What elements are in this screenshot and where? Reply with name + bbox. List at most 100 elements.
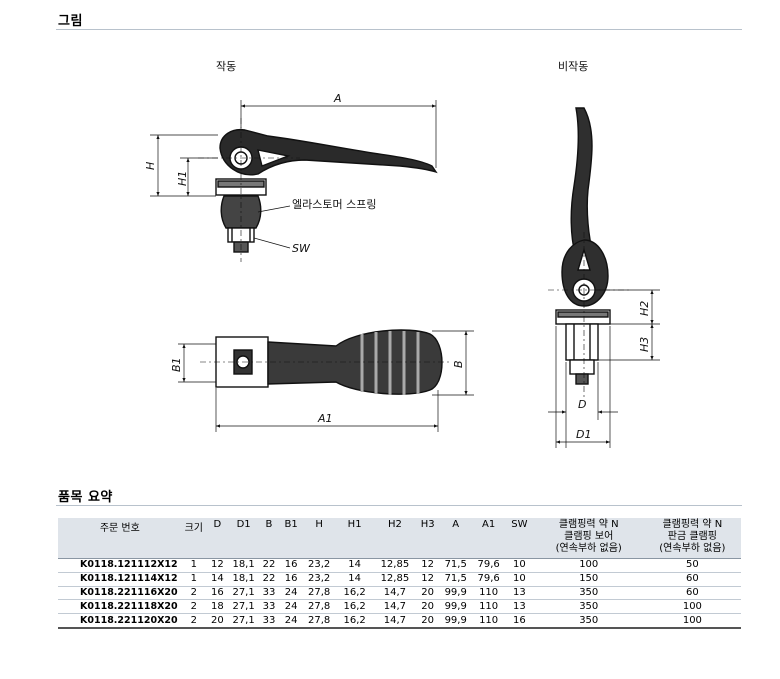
cell-b: 33 (258, 599, 280, 615)
cell-d: 12 (205, 558, 229, 573)
dim-label-a: A (333, 92, 342, 105)
cell-a: 71,5 (439, 558, 473, 573)
cell-b1: 16 (279, 558, 303, 573)
cell-order-no: K0118.221120X20 (58, 613, 182, 630)
technical-drawing: 작동 비작동 A H H1 (144, 60, 660, 448)
table-row: K0118.121114X12 1 14 18,1 22 16 23,2 14 … (58, 572, 741, 587)
cell-d1: 18,1 (228, 558, 259, 573)
cell-a1: 110 (472, 599, 506, 615)
dimension-a1 (215, 388, 439, 432)
cell-h2: 14,7 (373, 613, 417, 630)
dim-label-b1: B1 (170, 357, 183, 372)
cell-sw: 13 (505, 586, 534, 601)
col-force-bore: 클램핑력 약 N 클램핑 보어 (연속부하 없음) (533, 518, 644, 559)
cell-order-no: K0118.221118X20 (58, 599, 182, 615)
cell-d: 16 (205, 586, 229, 601)
cell-order-no: K0118.121112X12 (58, 558, 182, 573)
table-row: K0118.221120X20 2 20 27,1 33 24 27,8 16,… (58, 613, 741, 630)
lever-side-view-inactive (555, 107, 611, 385)
cell-h: 27,8 (302, 586, 336, 601)
col-force-plate-line3: (연속부하 없음) (659, 543, 726, 554)
lever-top-view (215, 329, 443, 395)
cell-h2: 12,85 (373, 572, 417, 587)
cell-force-bore: 350 (533, 586, 644, 601)
dim-label-d1: D1 (576, 428, 591, 441)
cell-h: 27,8 (302, 599, 336, 615)
cell-size: 2 (181, 613, 206, 630)
figure-section-title: 그림 (58, 14, 83, 29)
col-b1: B1 (279, 518, 303, 559)
cell-force-plate: 100 (643, 599, 741, 615)
cell-a1: 79,6 (472, 572, 506, 587)
cell-force-plate: 60 (643, 586, 741, 601)
spec-table-body: K0118.121112X12 1 12 18,1 22 16 23,2 14 … (58, 558, 741, 630)
dimension-h2-h3 (596, 289, 660, 361)
spring-label: 엘라스토머 스프링 (292, 198, 376, 211)
cell-a1: 110 (472, 613, 506, 630)
col-h1: H1 (335, 518, 374, 559)
cell-h1: 16,2 (335, 586, 374, 601)
cell-b: 22 (258, 572, 280, 587)
cell-h3: 20 (416, 599, 440, 615)
cell-h: 27,8 (302, 613, 336, 630)
view-label-active: 작동 (216, 60, 236, 73)
cell-force-plate: 100 (643, 613, 741, 630)
cell-h: 23,2 (302, 558, 336, 573)
dim-label-a1: A1 (317, 412, 333, 425)
col-force-plate-line2: 판금 클램핑 (667, 531, 717, 542)
cell-size: 1 (181, 572, 206, 587)
cell-h: 23,2 (302, 572, 336, 587)
col-a1: A1 (472, 518, 506, 559)
cell-b1: 16 (279, 572, 303, 587)
cell-size: 2 (181, 599, 206, 615)
cell-h1: 16,2 (335, 599, 374, 615)
cell-h3: 12 (416, 558, 440, 573)
view-label-inactive: 비작동 (558, 60, 588, 73)
cell-b: 33 (258, 586, 280, 601)
col-order-no: 주문 번호 (58, 518, 182, 559)
cell-a: 99,9 (439, 586, 473, 601)
cell-force-bore: 100 (533, 558, 644, 573)
cell-d1: 27,1 (228, 599, 259, 615)
dim-label-b: B (452, 360, 465, 368)
col-force-bore-line2: 클램핑 보어 (564, 531, 614, 542)
cell-a: 99,9 (439, 613, 473, 630)
col-b: B (258, 518, 280, 559)
lever-side-view-active (215, 128, 438, 253)
cell-h1: 14 (335, 558, 374, 573)
col-a: A (439, 518, 473, 559)
cell-h2: 14,7 (373, 599, 417, 615)
sw-callout-line (253, 237, 291, 249)
table-row: K0118.221116X20 2 16 27,1 33 24 27,8 16,… (58, 586, 741, 601)
cell-h1: 14 (335, 572, 374, 587)
cell-b1: 24 (279, 613, 303, 630)
cell-b1: 24 (279, 586, 303, 601)
cell-h3: 20 (416, 586, 440, 601)
summary-section-title: 품목 요약 (58, 490, 113, 505)
cell-d: 18 (205, 599, 229, 615)
dim-label-h2: H2 (638, 301, 651, 316)
dimension-b1 (178, 343, 216, 383)
dimension-h (150, 134, 218, 197)
cell-force-bore: 350 (533, 599, 644, 615)
cell-b1: 24 (279, 599, 303, 615)
col-h3: H3 (416, 518, 440, 559)
col-d1: D1 (228, 518, 259, 559)
cell-h3: 20 (416, 613, 440, 630)
dim-label-sw: SW (292, 242, 311, 255)
dimension-d-d1 (548, 326, 618, 448)
dim-label-h3: H3 (638, 337, 651, 352)
col-sw: SW (505, 518, 534, 559)
dimension-a (240, 100, 437, 168)
col-force-plate-line1: 클램핑력 약 N (662, 519, 723, 530)
cell-d1: 27,1 (228, 613, 259, 630)
cell-sw: 16 (505, 613, 534, 630)
centerlines-inactive (548, 232, 630, 400)
col-force-plate: 클램핑력 약 N 판금 클램핑 (연속부하 없음) (643, 518, 741, 559)
cell-order-no: K0118.121114X12 (58, 572, 182, 587)
cell-a1: 110 (472, 586, 506, 601)
cell-order-no: K0118.221116X20 (58, 586, 182, 601)
cell-d: 20 (205, 613, 229, 630)
dim-label-h1: H1 (176, 171, 189, 186)
cell-h1: 16,2 (335, 613, 374, 630)
